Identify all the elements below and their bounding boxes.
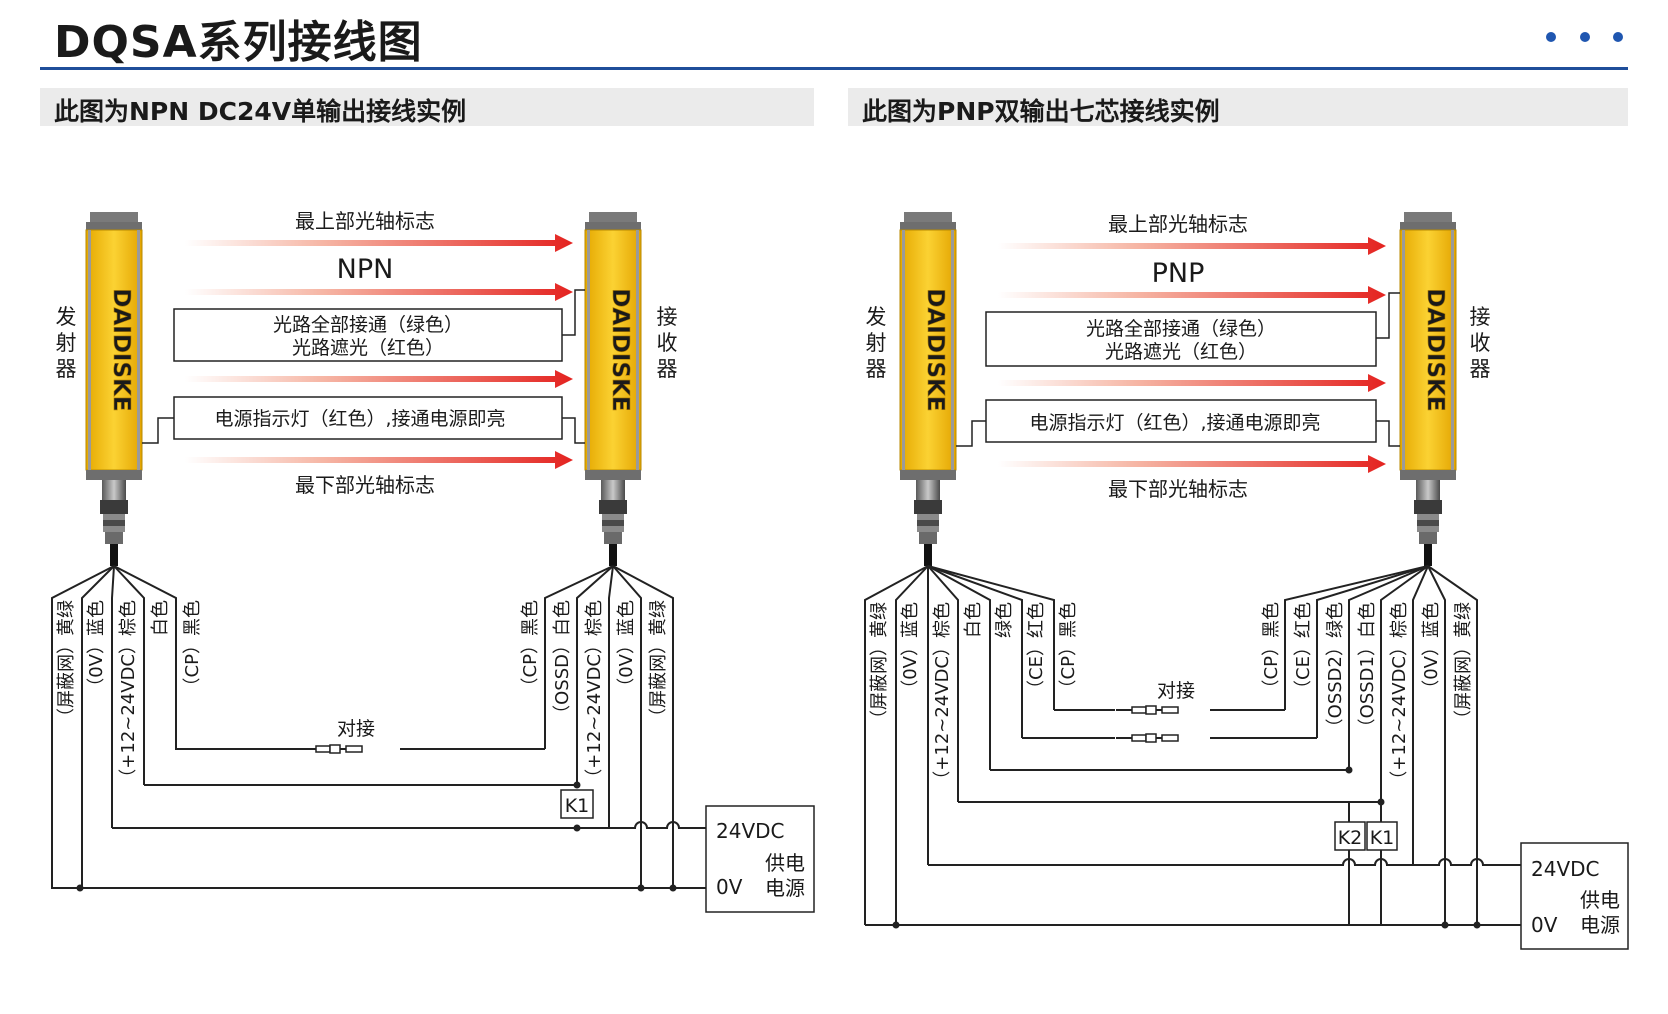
right-emitter-brand: DAIDISKE — [922, 288, 948, 411]
left-relay-label: K1 — [565, 795, 590, 817]
left-beam-arrow — [185, 370, 573, 388]
right-receiver-wire-label: （OSSD1）白色 — [1357, 602, 1378, 736]
right-beam-arrow — [998, 374, 1386, 392]
dot-icon — [1613, 32, 1623, 42]
right-receiver-wires — [1284, 565, 1478, 925]
right-supply-24v: 24VDC — [1531, 857, 1600, 881]
right-emitter-wire-label: （0V）蓝色 — [900, 602, 921, 698]
left-power-box — [173, 396, 563, 440]
left-emitter-wire-label: （0V）蓝色 — [86, 600, 107, 696]
right-supply-0v: 0V — [1531, 913, 1558, 937]
left-beam-arrow — [185, 283, 573, 301]
left-receiver-wire-label: （CP）黑色 — [520, 600, 541, 695]
left-emitter-wire-label: 白色 — [150, 600, 171, 636]
left-receiver-wire-label: （0V）蓝色 — [616, 600, 637, 696]
left-mode-label: NPN — [337, 254, 394, 285]
right-status-box — [985, 311, 1377, 367]
right-diagram: DAIDISKE DAIDISKE 发 射 器 接 收 器 最上部光轴标志 PN… — [864, 211, 1629, 950]
left-emitter-wire-label: （屏蔽网）黄绿 — [56, 600, 77, 726]
right-emitter-wires — [864, 565, 1055, 925]
left-supply-name-1: 供电 — [765, 851, 805, 875]
right-emitter-wire-label: （CE）红色 — [1026, 602, 1047, 698]
left-receiver-wire-label: （OSSD）白色 — [552, 600, 573, 723]
right-section-title: 此图为PNP双输出七芯接线实例 — [862, 97, 1220, 126]
left-receiver-label-3: 器 — [657, 357, 678, 381]
right-relay-k2-box — [1334, 821, 1366, 851]
left-status-box — [173, 308, 563, 362]
left-beam-arrow — [185, 451, 573, 469]
left-top-axis-label: 最上部光轴标志 — [295, 209, 435, 233]
right-connect-label: 对接 — [1157, 680, 1195, 702]
left-supply-name-2: 电源 — [765, 876, 805, 900]
left-receiver-wires — [544, 565, 674, 888]
left-receiver-wire-label: （屏蔽网）黄绿 — [648, 600, 669, 726]
left-emitter-brand: DAIDISKE — [108, 288, 134, 411]
left-emitter-wire-label: （+12~24VDC）棕色 — [118, 600, 139, 787]
left-link-lines — [52, 748, 710, 889]
right-emitter-wire-label: （屏蔽网）黄绿 — [869, 602, 890, 728]
left-relay-box — [560, 789, 594, 819]
left-status-text-1: 光路全部接通（绿色） — [273, 314, 463, 336]
left-status-text-2: 光路遮光（红色） — [292, 337, 444, 359]
left-receiver-brand: DAIDISKE — [607, 288, 633, 411]
right-receiver-wire-label: （CE）红色 — [1293, 602, 1314, 698]
right-relay-k2-label: K2 — [1338, 827, 1363, 849]
right-emitter-wire-label: 白色 — [963, 602, 984, 638]
left-beam-arrow — [185, 234, 573, 252]
left-emitter-label-3: 器 — [56, 357, 77, 381]
right-bottom-axis-label: 最下部光轴标志 — [1108, 477, 1248, 501]
right-emitter-label-3: 器 — [866, 357, 887, 381]
page-title: DQSA系列接线图 — [54, 17, 423, 68]
right-receiver-wire-label: （0V）蓝色 — [1421, 602, 1442, 698]
left-supply-24v: 24VDC — [716, 819, 785, 843]
left-receiver-label-2: 收 — [657, 331, 678, 355]
right-emitter-wire-label: （CP）黑色 — [1058, 602, 1079, 697]
left-emitter-label-2: 射 — [56, 331, 77, 355]
right-receiver-label-1: 接 — [1470, 305, 1491, 329]
title-divider — [40, 67, 1628, 70]
right-emitter-wire-label: （+12~24VDC）棕色 — [932, 602, 953, 789]
right-status-text-1: 光路全部接通（绿色） — [1086, 318, 1276, 340]
right-emitter-wire-label: 绿色 — [994, 602, 1015, 638]
right-relay-k1-label: K1 — [1370, 827, 1395, 849]
left-connect-label: 对接 — [337, 718, 375, 740]
right-supply-name-2: 电源 — [1580, 913, 1620, 937]
left-emitter-label-1: 发 — [56, 305, 77, 329]
dot-icon — [1580, 32, 1590, 42]
right-receiver-wire-label: （CP）黑色 — [1261, 602, 1282, 697]
right-receiver-wire-label: （屏蔽网）黄绿 — [1453, 602, 1474, 728]
left-supply-0v: 0V — [716, 875, 743, 899]
right-mode-label: PNP — [1152, 258, 1205, 289]
left-power-supply-box — [705, 805, 815, 913]
right-power-text: 电源指示灯（红色）,接通电源即亮 — [1029, 412, 1320, 434]
right-section-band: 此图为PNP双输出七芯接线实例 — [848, 88, 1628, 126]
right-receiver-wire-label: （OSSD2）绿色 — [1325, 602, 1346, 736]
left-emitter-wire-label: （CP）黑色 — [182, 600, 203, 695]
left-receiver-wire-label: （+12~24VDC）棕色 — [584, 600, 605, 787]
right-emitter-label-1: 发 — [866, 305, 887, 329]
right-supply-name-1: 供电 — [1580, 888, 1620, 912]
right-beam-arrow — [998, 455, 1386, 473]
right-receiver-label-2: 收 — [1470, 331, 1491, 355]
right-power-supply-box — [1520, 842, 1629, 950]
right-receiver-label-3: 器 — [1470, 357, 1491, 381]
left-bottom-axis-label: 最下部光轴标志 — [295, 473, 435, 497]
right-status-text-2: 光路遮光（红色） — [1105, 341, 1257, 363]
right-top-axis-label: 最上部光轴标志 — [1108, 212, 1248, 236]
dot-icon — [1546, 32, 1556, 42]
right-receiver-wire-label: （+12~24VDC）棕色 — [1389, 602, 1410, 789]
right-emitter-label-2: 射 — [866, 331, 887, 355]
left-section-title: 此图为NPN DC24V单输出接线实例 — [54, 97, 467, 126]
right-beam-arrow — [998, 237, 1386, 255]
left-diagram: DAIDISKE DAIDISKE 发 射 器 接 收 器 最上部光轴标志 NP… — [51, 209, 815, 913]
left-section-band: 此图为NPN DC24V单输出接线实例 — [40, 88, 814, 126]
right-receiver-brand: DAIDISKE — [1422, 288, 1448, 411]
left-power-text: 电源指示灯（红色）,接通电源即亮 — [214, 408, 505, 430]
left-receiver-label-1: 接 — [657, 305, 678, 329]
